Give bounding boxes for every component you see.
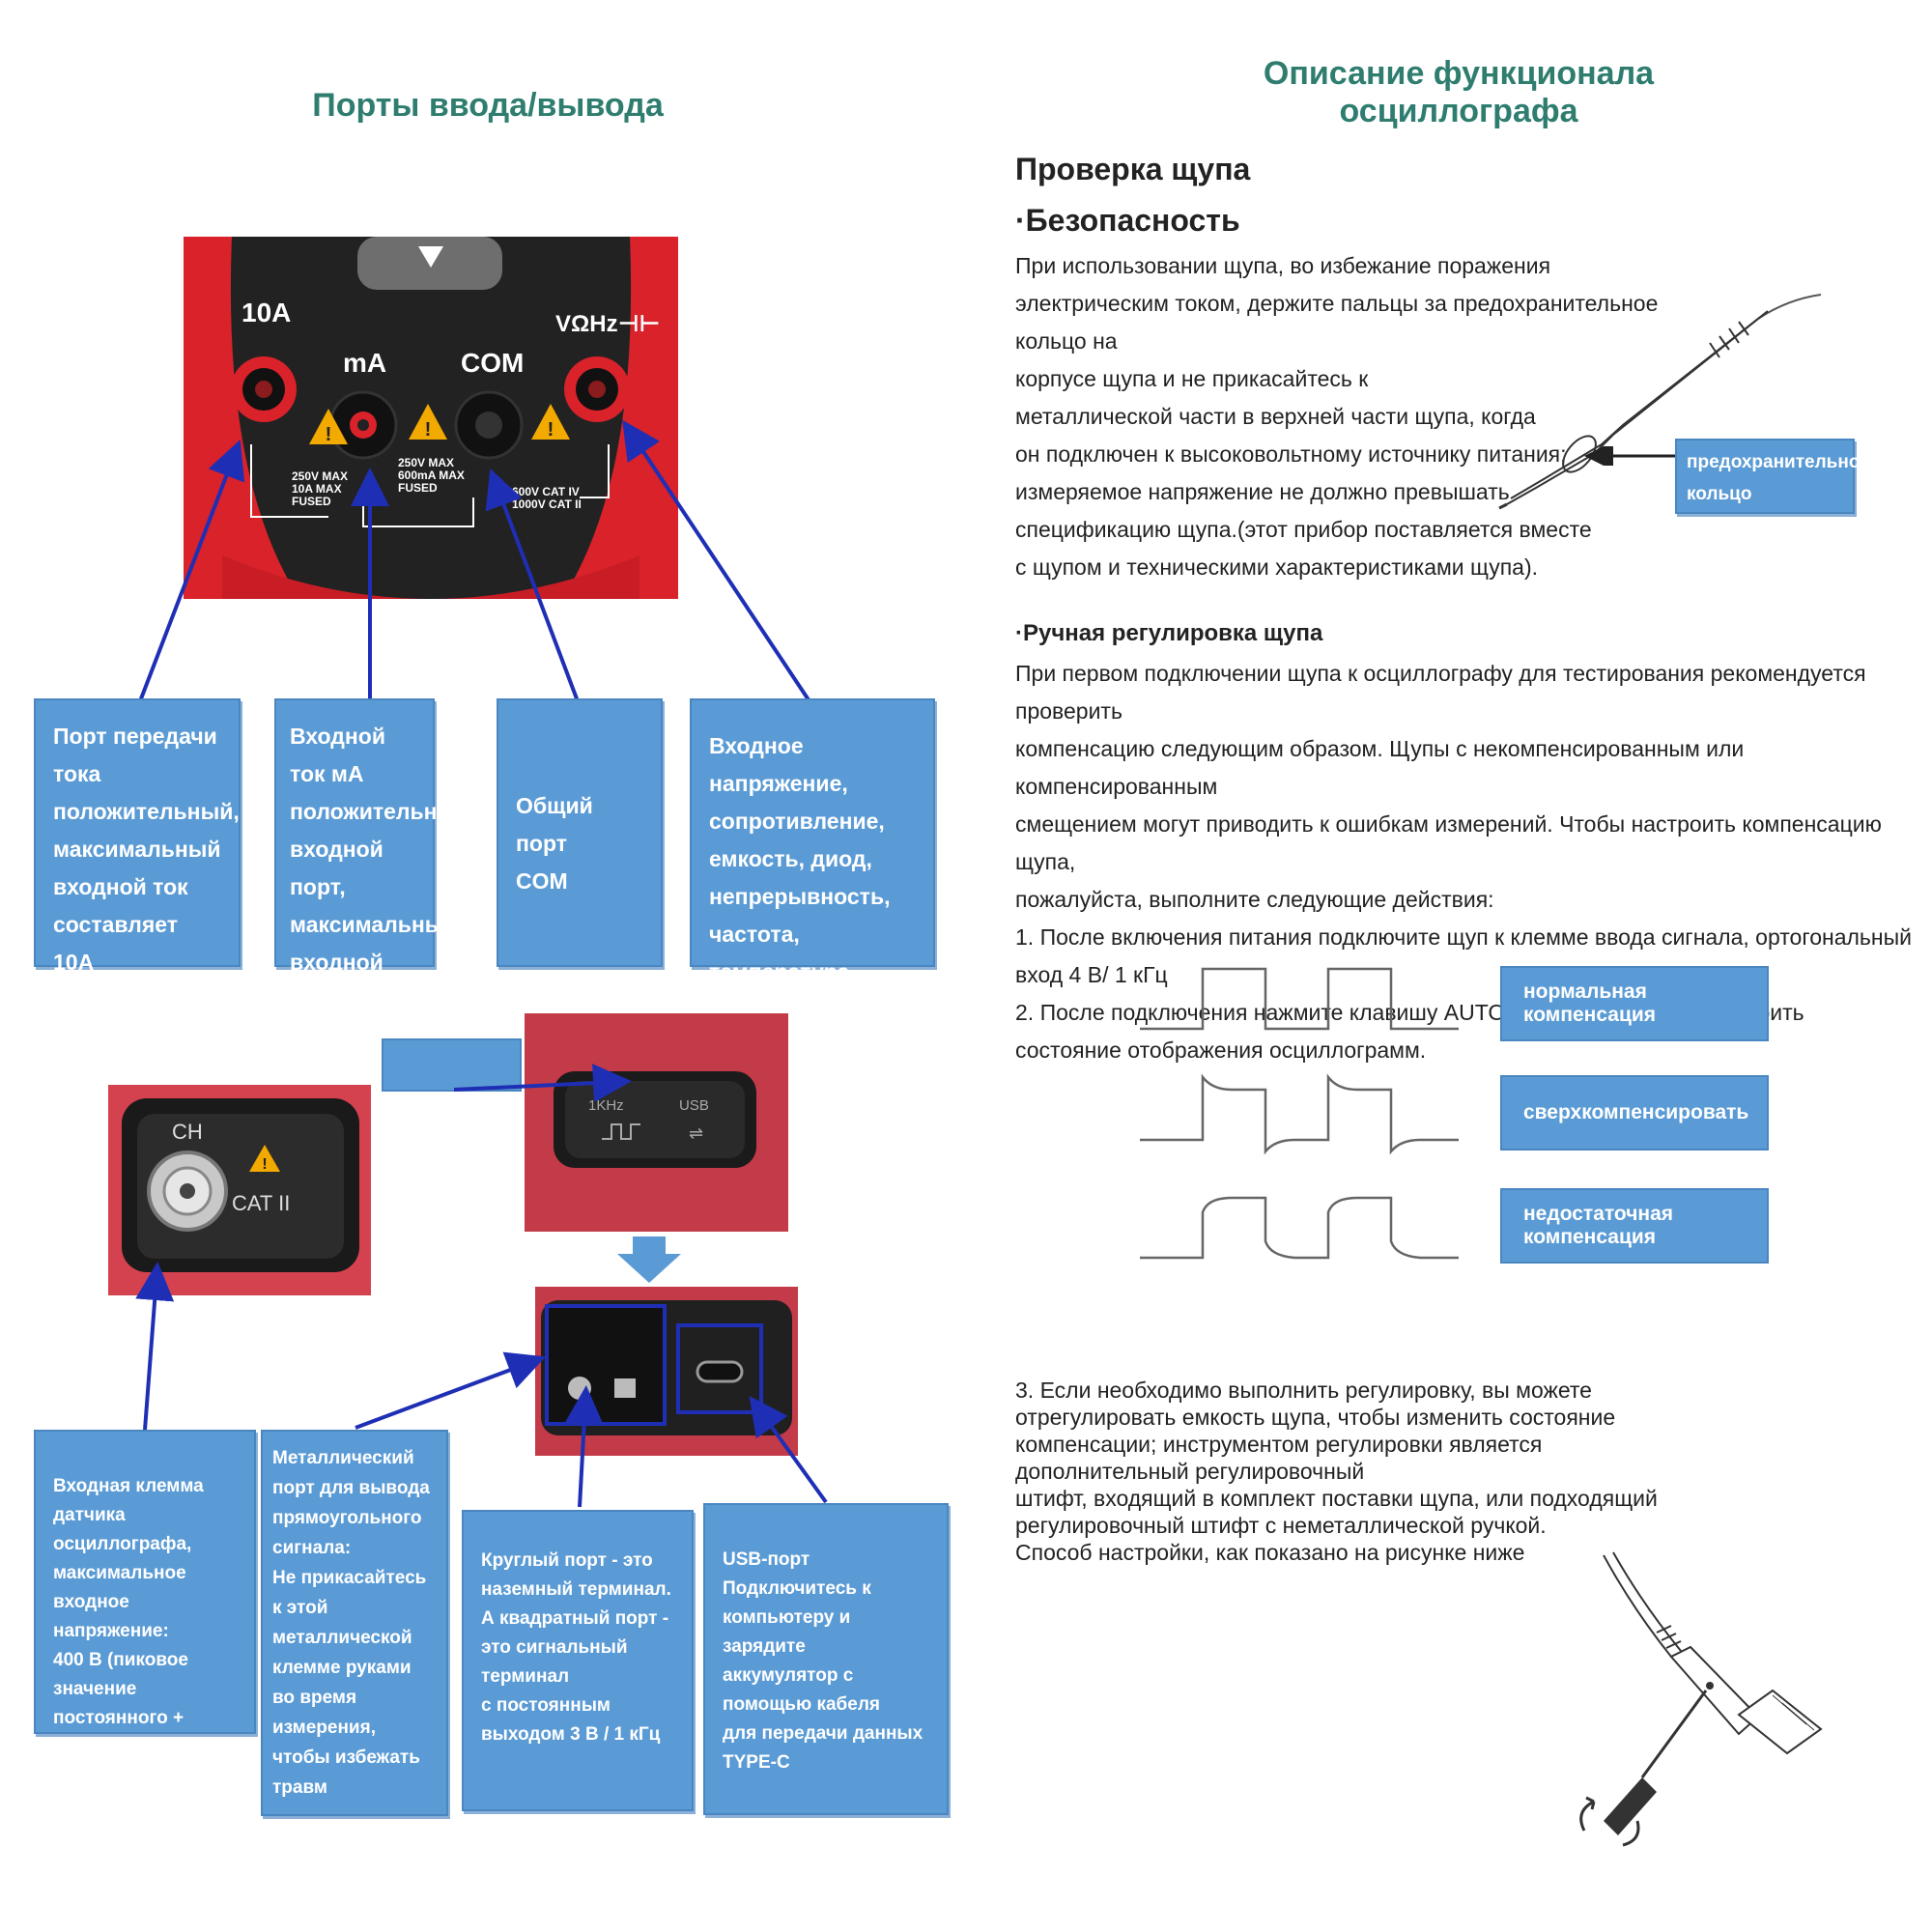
scope-side-cover-image: 1KHz USB ⇌ [525, 1013, 788, 1232]
wave-label-over: сверхкомпенсировать [1500, 1075, 1769, 1151]
down-block-arrow [617, 1236, 681, 1283]
warning-icon: ! [531, 404, 570, 440]
adjust-pin [1640, 1690, 1708, 1778]
probe-adjust-drawing [1579, 1551, 1823, 1847]
wave-label-under: недостаточная компенсация [1500, 1188, 1769, 1264]
port-v-label: VΩHz⊣⊢ [555, 311, 660, 337]
pointer-label-blank [382, 1038, 522, 1092]
cover-1khz-label: 1KHz [588, 1097, 624, 1114]
info-box-voltage: Входное напряжение, сопротивление, емкос… [690, 698, 935, 984]
info-box-ground-signal: Круглый порт - это наземный терминал. А … [462, 1510, 694, 1811]
port-com-label: COM [461, 348, 524, 378]
jack-voltage [564, 356, 630, 422]
cover-usb-label: USB [679, 1097, 709, 1114]
info-box-com: Общий порт COM [497, 698, 663, 967]
info-box-10a: Порт передачи тока положительный, максим… [34, 698, 241, 975]
info-box-metal-port: Металлический порт для вывода прямоуголь… [261, 1430, 448, 1816]
jack-com [454, 390, 524, 460]
probe-check-heading: Проверка щупа [1015, 152, 1251, 186]
info-box-ch-input: Входная клемма датчика осциллографа, мак… [34, 1430, 256, 1757]
usb-icon: ⇌ [689, 1123, 703, 1143]
svg-text:!: ! [548, 419, 554, 440]
info-box-usb: USB-порт Подключитесь к компьютеру и зар… [703, 1503, 949, 1815]
square-wave-icon [602, 1123, 640, 1140]
warning-icon: ! [309, 409, 348, 445]
cat-label: CAT II [232, 1191, 290, 1215]
highlight-box-usb [676, 1323, 763, 1414]
top-arrows [138, 419, 811, 703]
waveform-normal [1140, 967, 1459, 1031]
ring-arrow [1584, 446, 1679, 466]
svg-text:!: ! [326, 424, 332, 445]
step3-text: 3. Если необходимо выполнить регулировку… [1015, 1378, 1658, 1565]
ring-label: предохранительное кольцо [1675, 439, 1870, 514]
adjust-handle [1604, 1777, 1657, 1835]
square-signal-port [614, 1378, 636, 1398]
ch-label: CH [172, 1120, 203, 1144]
usb-c-port [696, 1360, 744, 1383]
highlight-box-ports [545, 1304, 667, 1426]
waveform-overcompensated [1140, 1073, 1459, 1155]
wave-label-normal: нормальная компенсация [1500, 966, 1769, 1041]
scope-ch-port-image: CH ! CAT II [108, 1085, 371, 1295]
down-arrow-icon [418, 246, 443, 268]
warning-icon: ! [409, 404, 447, 440]
right-title: Описание функционала осциллографа [1263, 55, 1655, 129]
info-box-ma: Входной ток мА положительный входной пор… [274, 698, 469, 1088]
warning-icon: ! [249, 1145, 280, 1173]
svg-text:!: ! [262, 1156, 267, 1173]
safety-heading: ·Безопасность [1015, 203, 1240, 238]
manual-adjust-heading: ·Ручная регулировка щупа [1015, 620, 1323, 646]
jack-10a [231, 356, 297, 422]
bnc-end [1737, 1689, 1823, 1755]
left-title: Порты ввода/вывода [312, 87, 664, 124]
safety-text: При использовании щупа, во избежание пор… [1015, 253, 1659, 580]
port-10a-label: 10A [242, 298, 291, 327]
probe-grip-lines [1709, 321, 1749, 358]
waveform-undercompensated [1140, 1196, 1459, 1260]
cover-arrow [453, 1064, 632, 1101]
svg-text:!: ! [425, 419, 432, 440]
rotate-arrow-icon [1579, 1796, 1596, 1832]
port-ma-label: mA [343, 348, 386, 378]
bottom-arrows [135, 1262, 828, 1508]
